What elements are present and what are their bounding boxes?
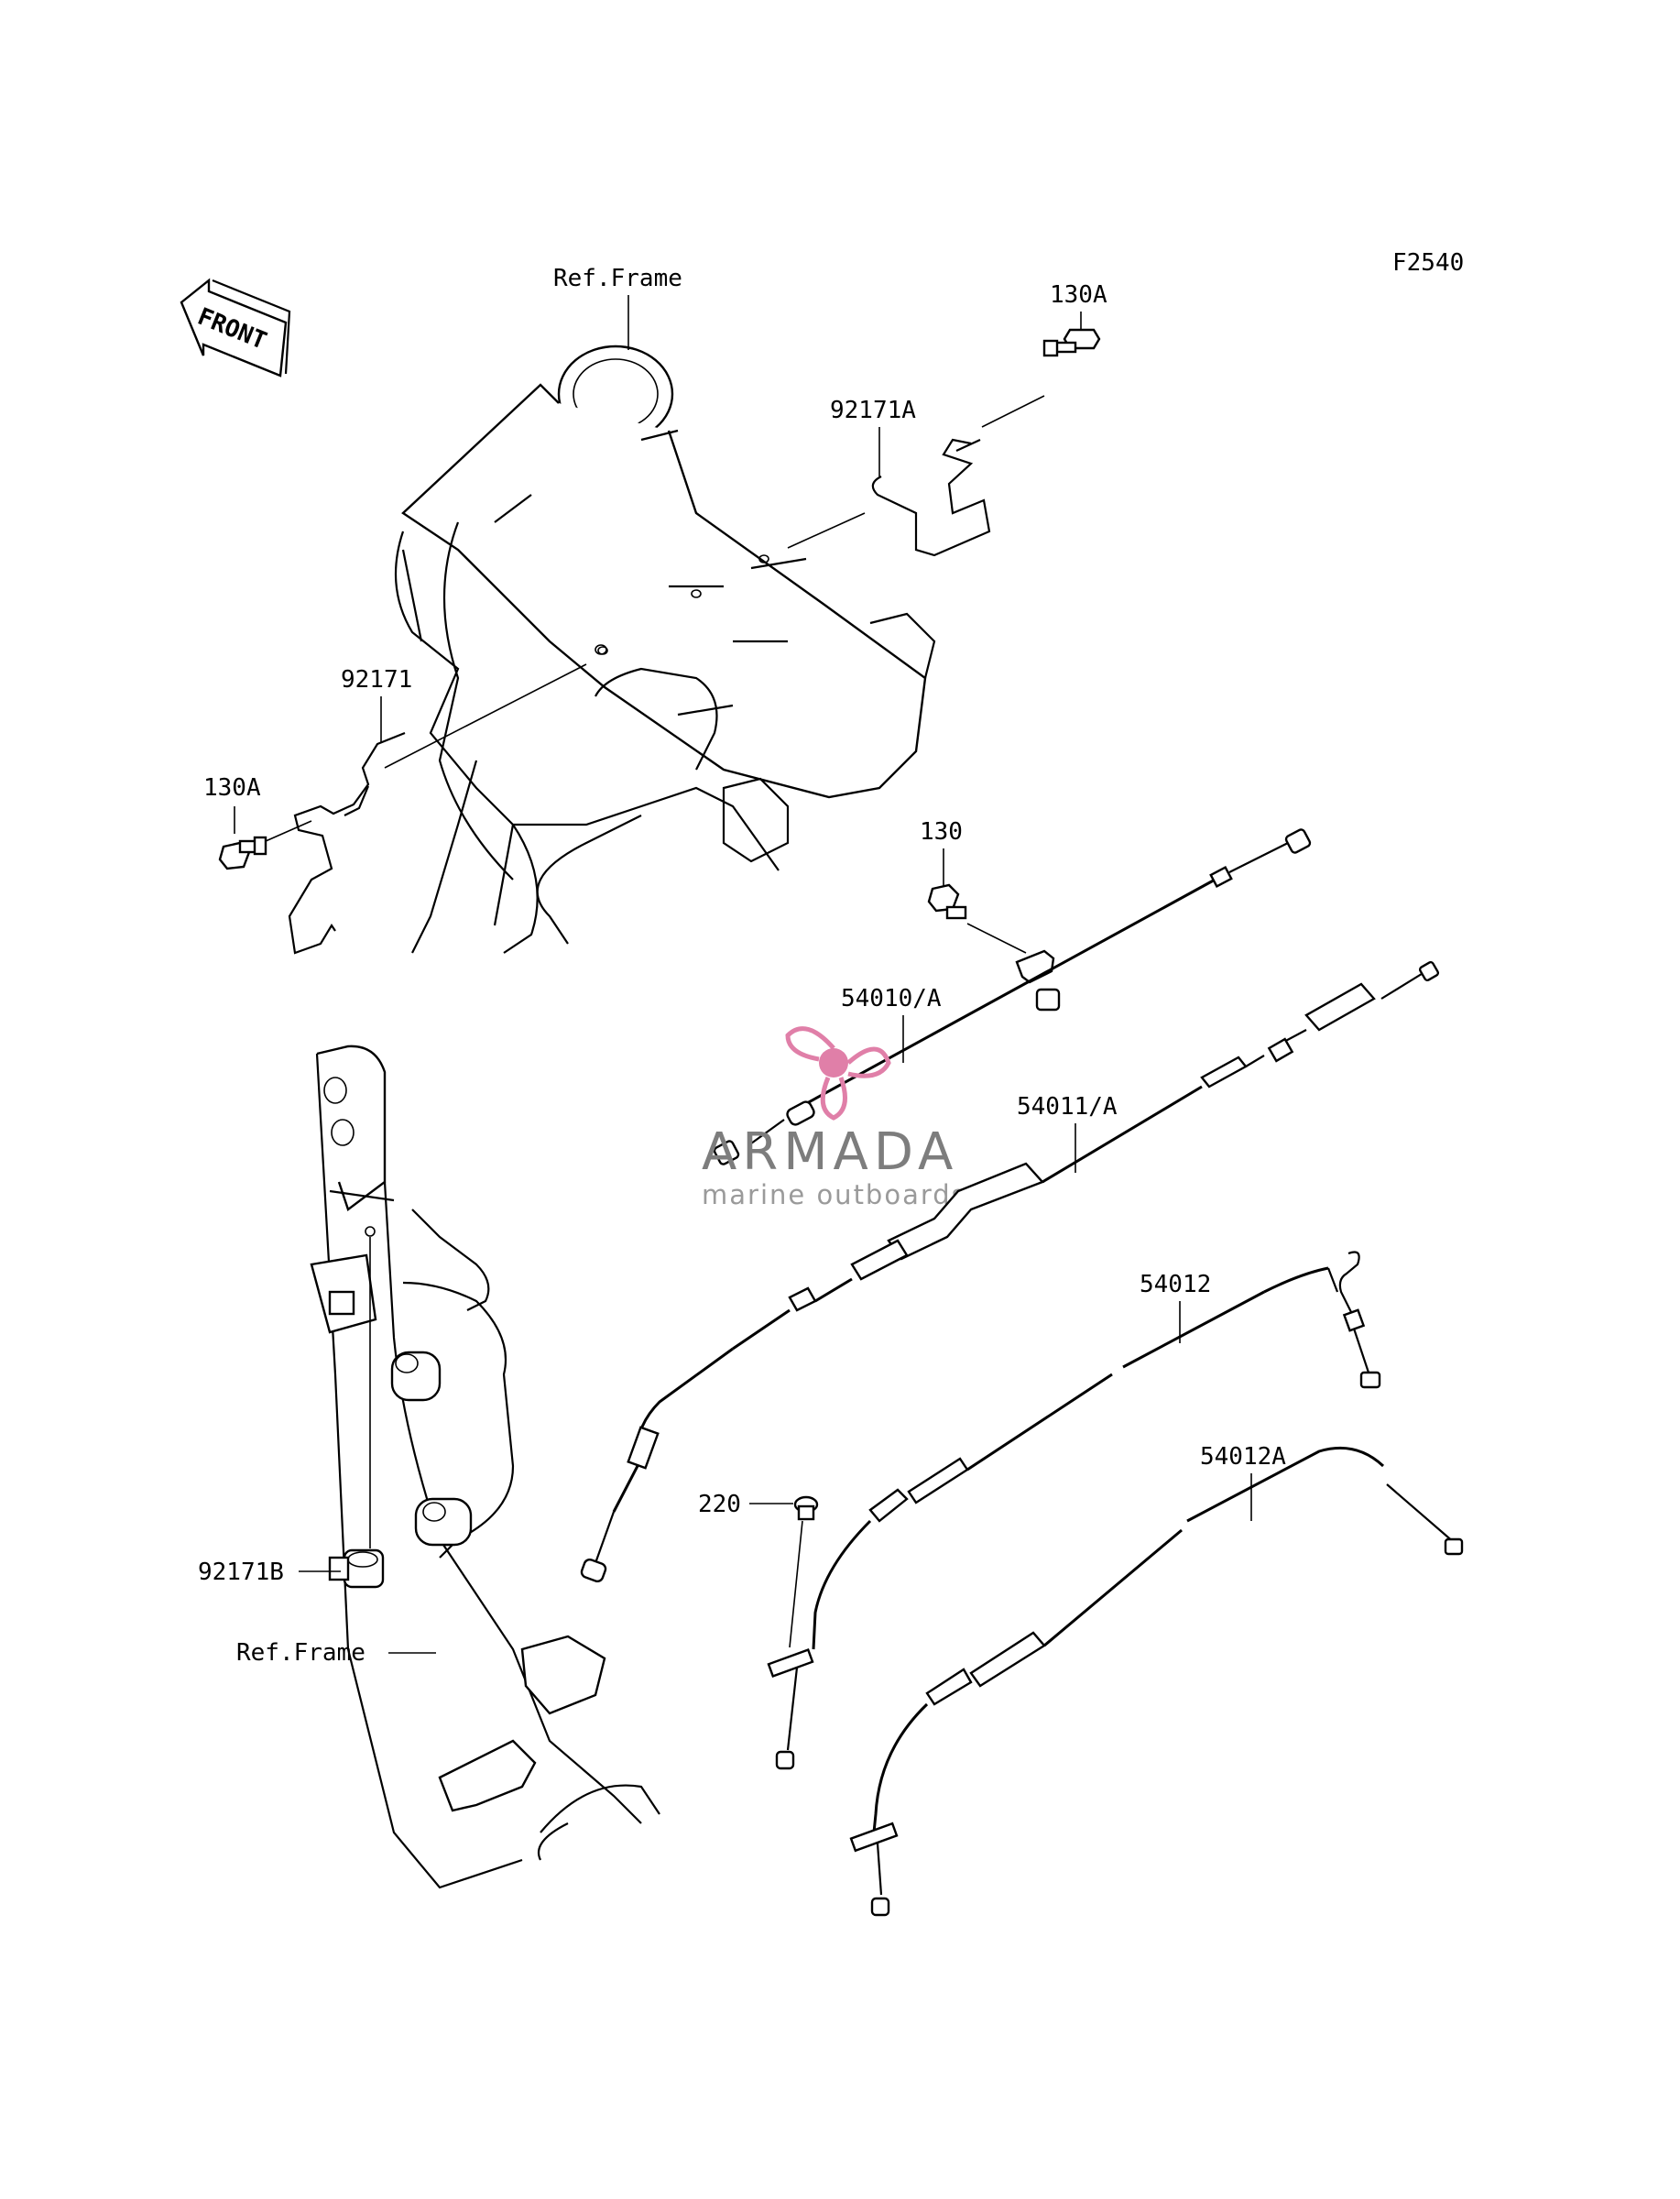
cable-54011a-label: 54011/A <box>1017 1093 1118 1121</box>
clamp-92171-label: 92171 <box>341 666 412 694</box>
clamp-92171b-icon <box>328 1548 385 1589</box>
cable-54012a-label: 54012A <box>1200 1443 1286 1471</box>
front-arrow-icon: FRONT <box>180 278 291 377</box>
screw-220-label: 220 <box>698 1491 741 1518</box>
watermark-tagline: marine outboards <box>702 1179 967 1210</box>
figure-code: F2540 <box>1392 249 1464 277</box>
bolt-130-label: 130 <box>920 818 963 846</box>
cable-54010a <box>713 828 1312 1165</box>
clamp-92171-icon <box>288 731 406 955</box>
cable-54012a <box>849 1446 1464 1917</box>
bolt-130a-left-icon <box>218 836 267 870</box>
clamp-92171b-label: 92171B <box>198 1559 284 1586</box>
cable-54012 <box>767 1251 1381 1770</box>
clamp-92171a-icon <box>871 438 991 557</box>
bolt-130a-top-icon <box>1042 328 1101 357</box>
cable-54010a-label: 54010/A <box>841 985 942 1012</box>
cable-54012-label: 54012 <box>1140 1271 1211 1298</box>
upper-frame <box>394 345 936 954</box>
watermark-brand: ARMADA <box>702 1122 958 1182</box>
bolt-130-icon <box>927 883 967 920</box>
watermark-logo: ARMADA marine outboards <box>702 1026 967 1210</box>
clamp-92171a-label: 92171A <box>830 397 916 424</box>
cable-54011a <box>580 960 1440 1583</box>
bolt-130a-left-label: 130A <box>203 774 261 802</box>
ref-frame-top-label: Ref.Frame <box>553 265 682 292</box>
screw-220-icon <box>793 1495 819 1521</box>
lower-frame <box>310 1045 660 1889</box>
bolt-130a-top-label: 130A <box>1050 281 1107 309</box>
ref-frame-bottom-label: Ref.Frame <box>236 1639 365 1667</box>
